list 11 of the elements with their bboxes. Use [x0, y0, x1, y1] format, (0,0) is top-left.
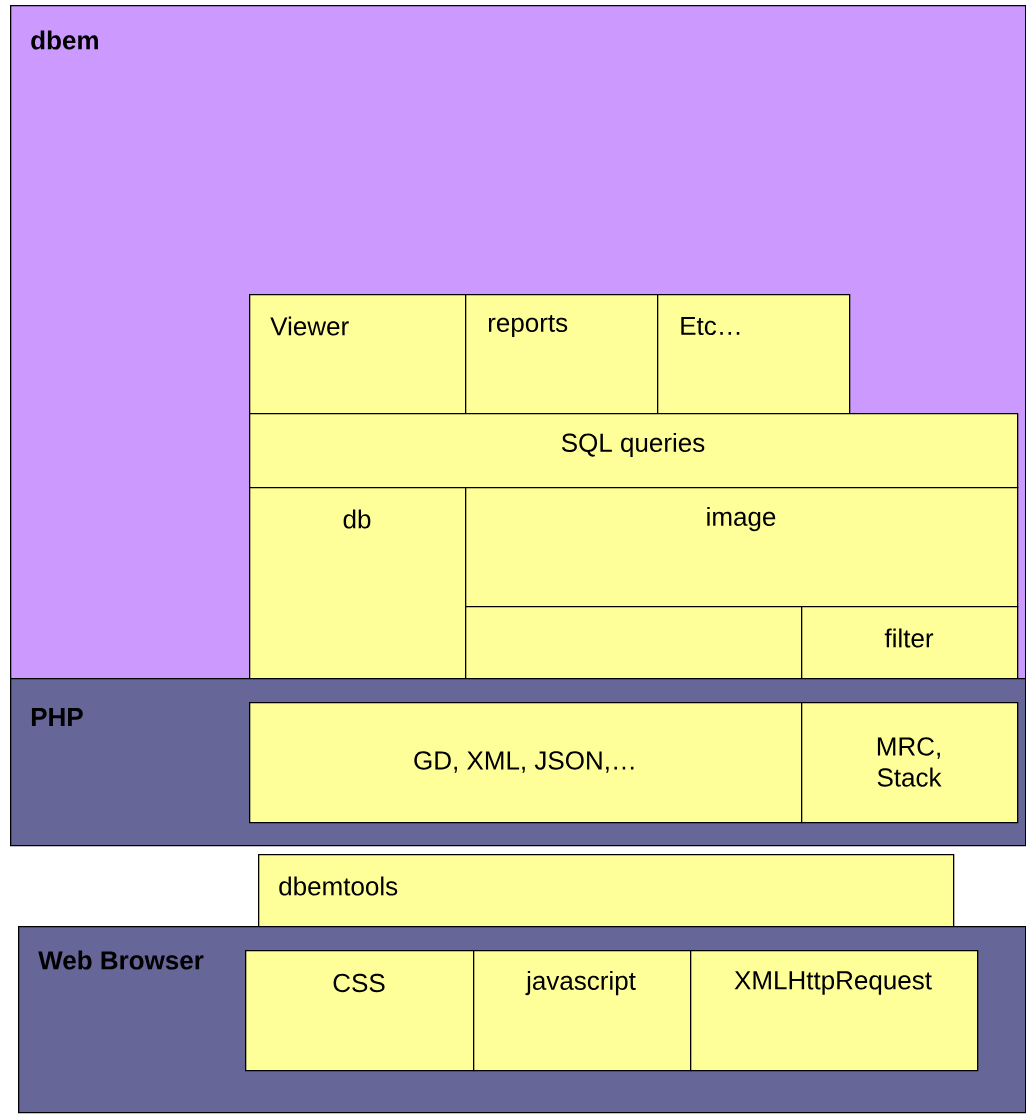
module-box: CSS — [245, 950, 475, 1072]
module-box: db — [249, 487, 467, 680]
module-box: Viewer — [249, 294, 467, 415]
module-box: XMLHttpRequest — [690, 950, 979, 1072]
module-box: reports — [465, 294, 659, 415]
module-box: MRC, Stack — [801, 702, 1019, 824]
module-box: javascript — [473, 950, 692, 1072]
module-box: filter — [801, 606, 1019, 680]
module-box: Etc… — [657, 294, 851, 415]
module-box — [465, 606, 803, 680]
module-box: dbemtools — [258, 854, 955, 928]
